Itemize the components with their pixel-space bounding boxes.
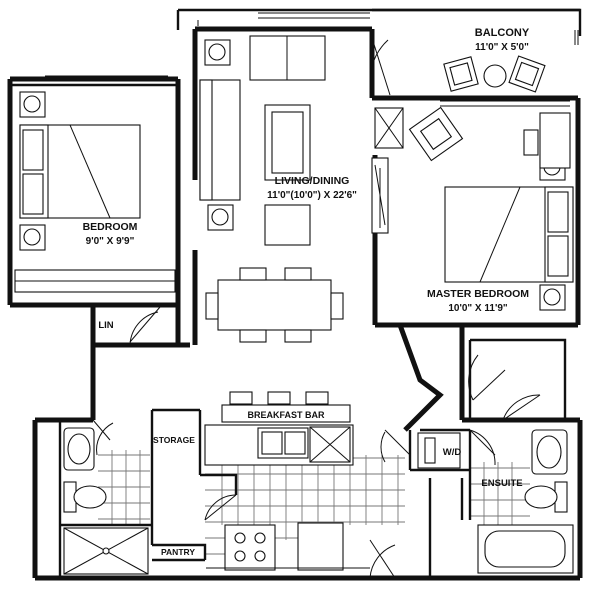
pantry-label: PANTRY — [161, 547, 195, 557]
living-dims: 11'0"(10'0") X 22'6" — [267, 190, 357, 201]
master-dims: 10'0" X 11'9" — [448, 303, 508, 314]
ensuite-tile-floor — [470, 462, 530, 525]
living-label: LIVING/DINING 11'0"(10'0") X 22'6" — [267, 175, 357, 201]
living-name: LIVING/DINING — [275, 175, 350, 187]
walls — [7, 8, 583, 581]
master-furniture — [408, 106, 574, 311]
lin-label: LIN — [98, 320, 113, 331]
balcony-name: BALCONY — [475, 27, 530, 39]
left-bath-fixtures — [63, 427, 149, 575]
master-name: MASTER BEDROOM — [427, 288, 529, 300]
breakfast-bar-label: BREAKFAST BAR — [247, 410, 325, 420]
left-bath-tile-floor — [98, 450, 150, 525]
master-label: MASTER BEDROOM 10'0" X 11'9" — [427, 288, 529, 314]
balcony-furniture — [443, 55, 546, 93]
bedroom-dims: 9'0" X 9'9" — [86, 236, 135, 247]
ensuite-fixtures — [417, 429, 574, 574]
ensuite-label: ENSUITE — [481, 478, 522, 489]
washer-dryer-label: W/D — [443, 447, 462, 458]
kitchen-fixtures — [204, 391, 370, 571]
living-furniture — [199, 35, 404, 343]
storage-label: STORAGE — [153, 435, 195, 445]
doors — [92, 37, 541, 579]
windows — [45, 12, 579, 107]
balcony-dims: 11'0" X 5'0" — [475, 42, 529, 53]
balcony-label: BALCONY 11'0" X 5'0" — [475, 27, 530, 53]
bedroom-name: BEDROOM — [83, 221, 138, 233]
bedroom-label: BEDROOM 9'0" X 9'9" — [83, 221, 138, 247]
bedroom-furniture — [14, 91, 176, 293]
